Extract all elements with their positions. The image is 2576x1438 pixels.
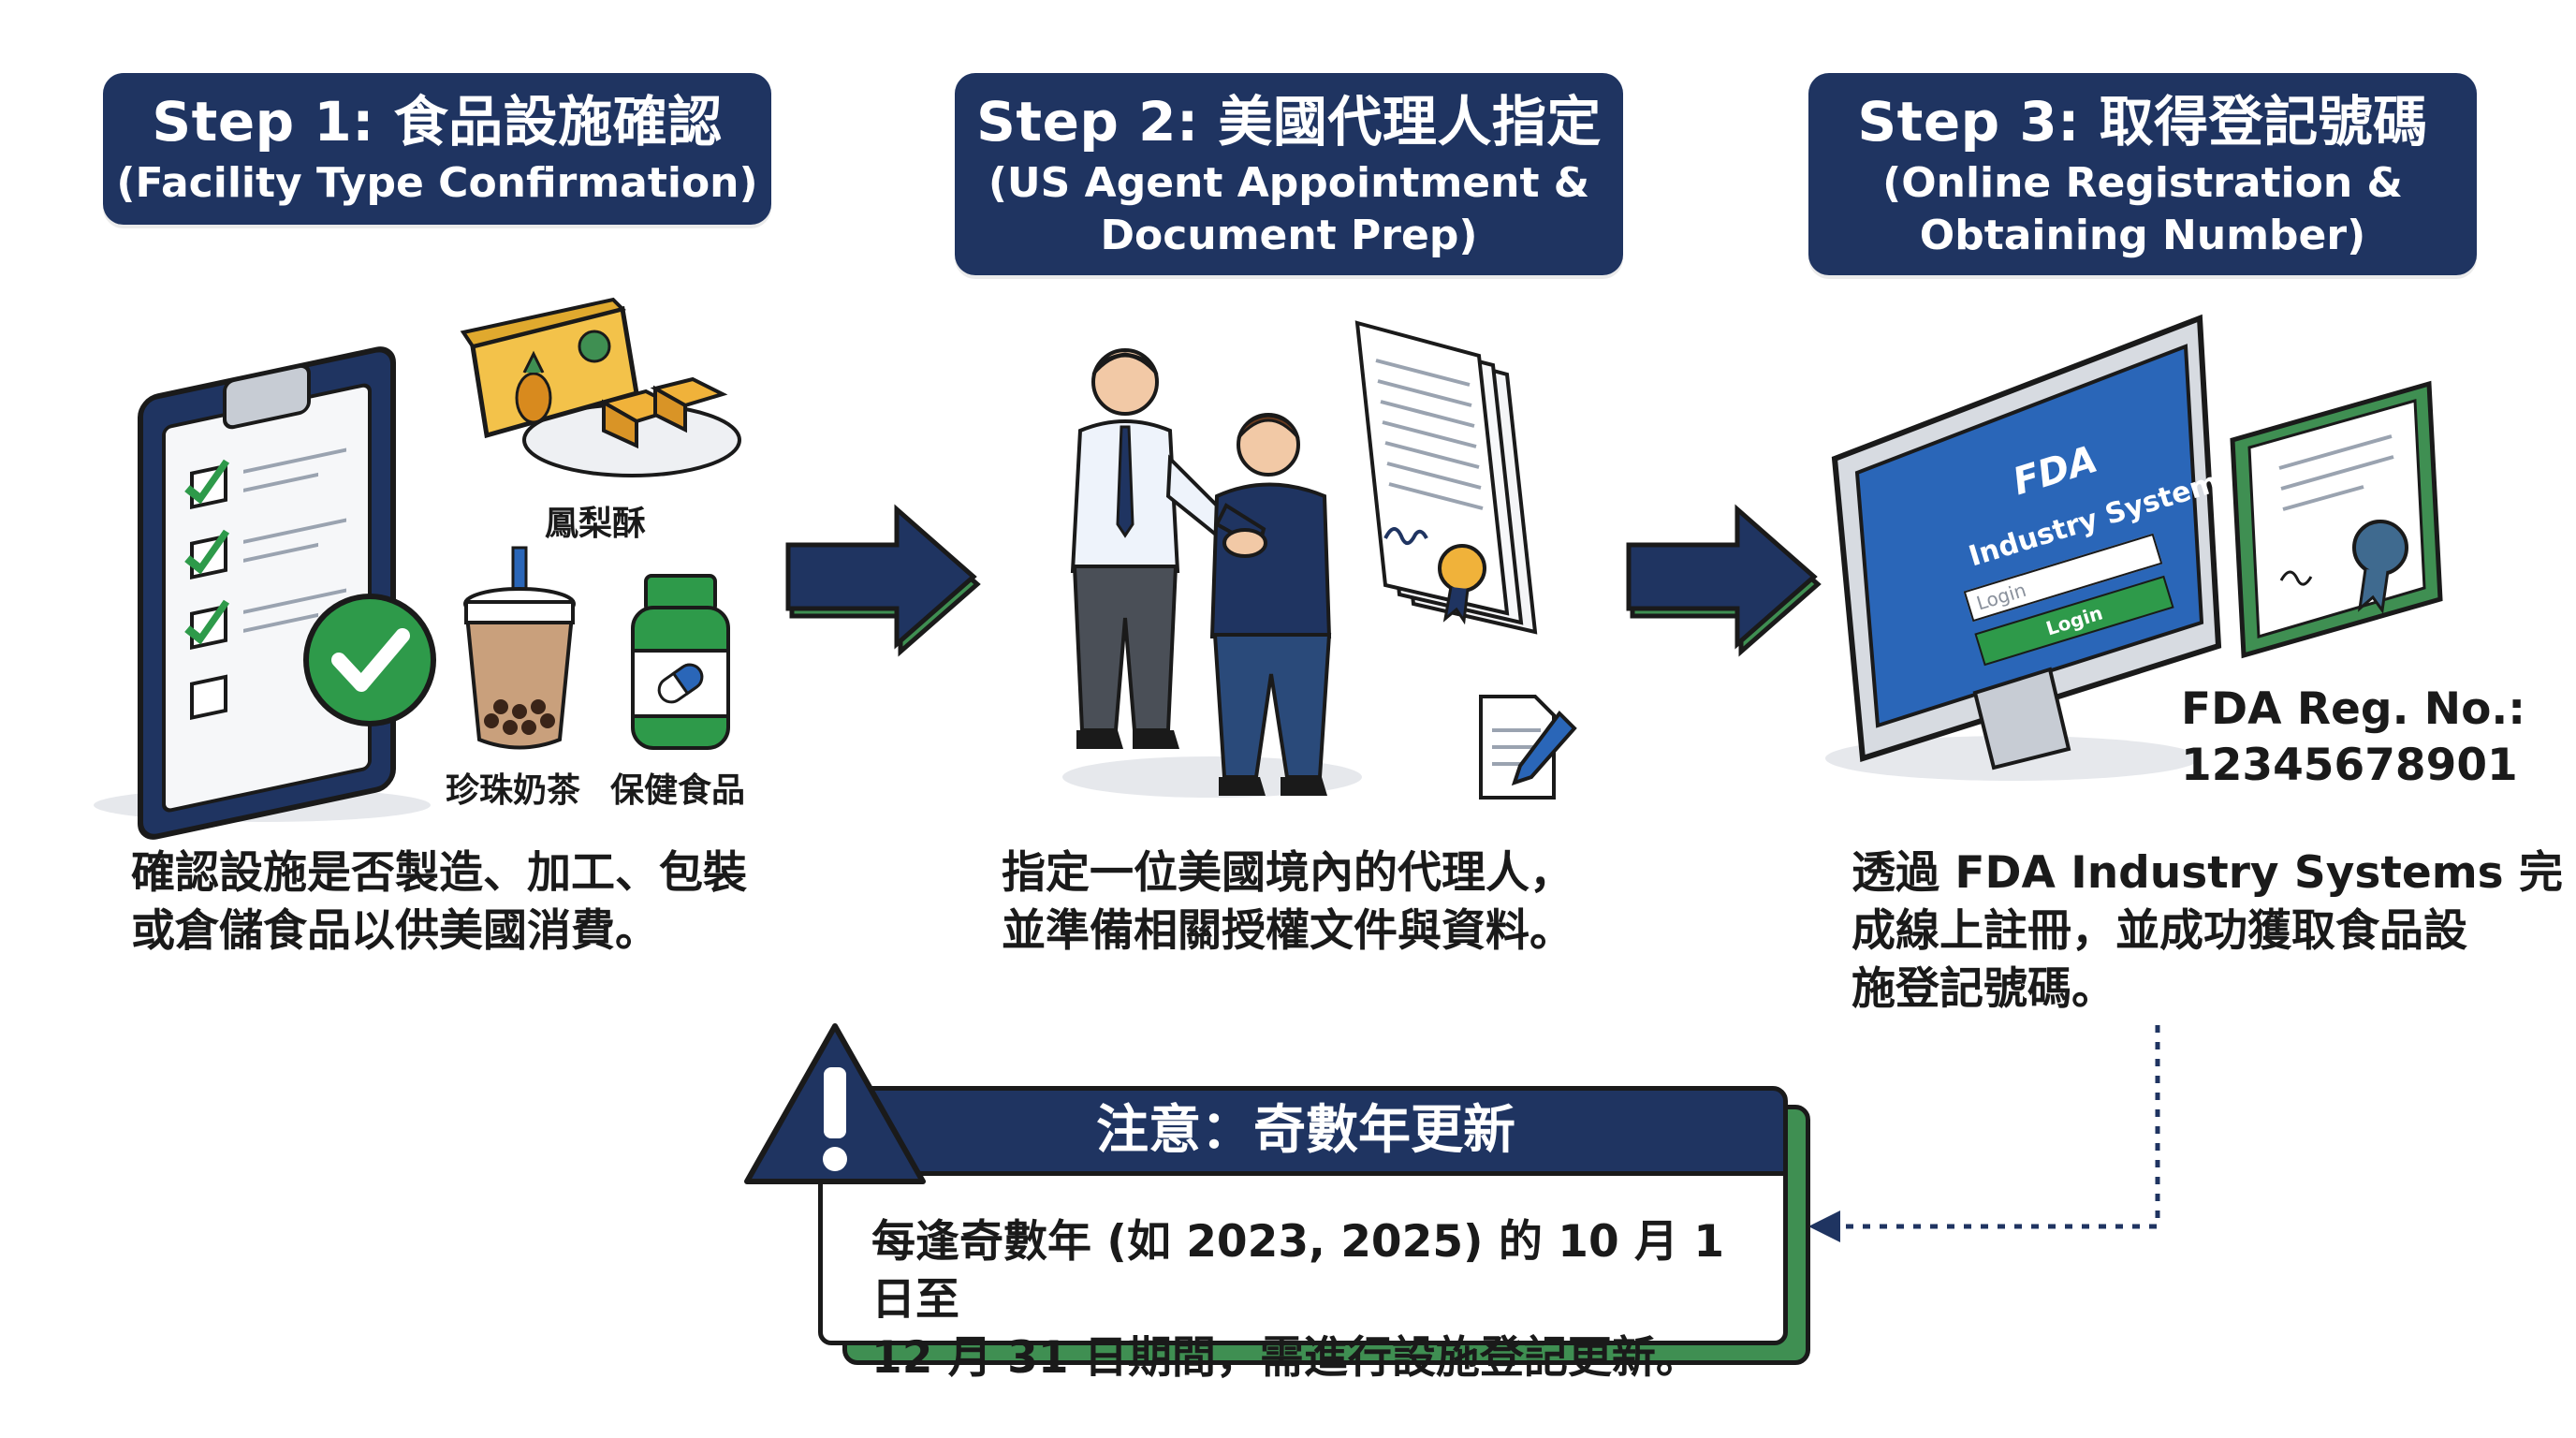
step2-description: 指定一位美國境內的代理人， 並準備相關授權文件與資料。 xyxy=(1002,847,1573,957)
note-line2: 12 月 31 日期間，需進行設施登記更新。 xyxy=(871,1332,1700,1384)
supplement-label: 保健食品 xyxy=(610,771,746,810)
step2-subtitle-line1: (US Agent Appointment & xyxy=(988,159,1590,207)
arrow-right-icon xyxy=(1626,504,1822,657)
dotted-connector xyxy=(1808,1025,2160,1242)
pineapple-cake-label: 鳳梨酥 xyxy=(545,505,647,543)
step1-description: 確認設施是否製造、加工、包裝 或倉儲食品以供美國消費。 xyxy=(131,847,747,957)
step2-title: Step 2: 美國代理人指定 xyxy=(976,90,1602,154)
bubble-tea-icon xyxy=(463,546,576,750)
step2-header: Step 2: 美國代理人指定 (US Agent Appointment & … xyxy=(955,73,1623,275)
registration-number: 12345678901 xyxy=(2181,740,2518,791)
monitor-icon xyxy=(1825,314,2222,781)
step3-subtitle-line1: (Online Registration & xyxy=(1882,159,2403,207)
certificate-icon xyxy=(2230,380,2443,659)
warning-icon xyxy=(744,1023,926,1184)
step2-subtitle-line2: Document Prep) xyxy=(1100,212,1478,259)
arrow-right-icon xyxy=(785,504,981,657)
pen-document-icon xyxy=(1479,695,1577,800)
handshake-icon xyxy=(1062,348,1362,798)
step1-subtitle: (Facility Type Confirmation) xyxy=(116,159,758,207)
document-seal-icon xyxy=(1354,320,1538,635)
pineapple-cake-icon xyxy=(460,297,741,477)
note-line1: 每逢奇數年 (如 2023, 2025) 的 10 月 1 日至 xyxy=(871,1216,1725,1326)
supplement-bottle-icon xyxy=(631,574,730,750)
step3-description: 透過 FDA Industry Systems 完 成線上註冊，並成功獲取食品設… xyxy=(1852,847,2564,1015)
step3-title: Step 3: 取得登記號碼 xyxy=(1857,90,2428,154)
step3-subtitle-line2: Obtaining Number) xyxy=(1919,212,2366,259)
clipboard-icon xyxy=(94,346,436,840)
step3-header: Step 3: 取得登記號碼 (Online Registration & Ob… xyxy=(1808,73,2477,275)
registration-label: FDA Reg. No.: xyxy=(2181,683,2526,735)
note-title: 注意：奇數年更新 xyxy=(824,1086,1788,1176)
step1-header: Step 1: 食品設施確認 (Facility Type Confirmati… xyxy=(103,73,771,225)
step1-title: Step 1: 食品設施確認 xyxy=(152,90,723,154)
bubble-tea-label: 珍珠奶茶 xyxy=(446,771,581,810)
